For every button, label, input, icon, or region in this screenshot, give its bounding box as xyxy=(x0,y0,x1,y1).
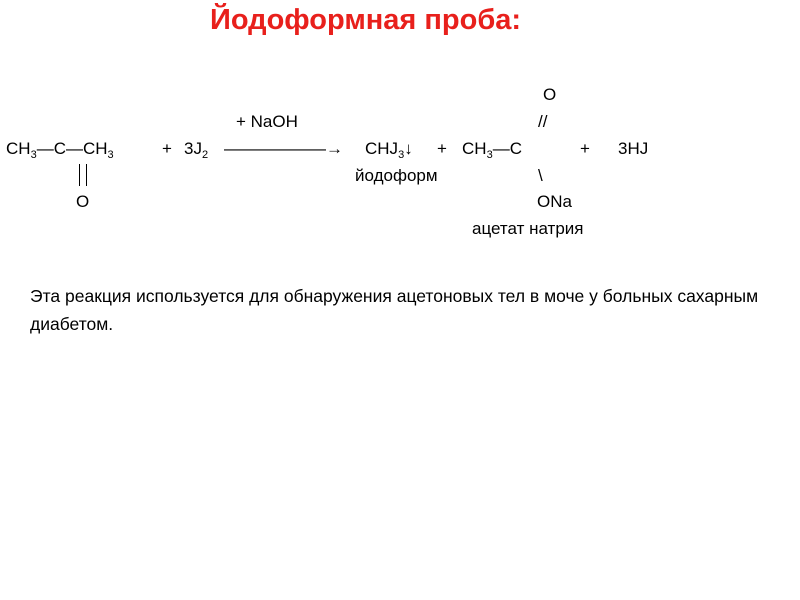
reaction-arrow: ——————→ xyxy=(224,139,343,158)
iodine-sub: 2 xyxy=(201,149,209,161)
iodoform-chj: CHJ xyxy=(365,139,399,158)
reagent-naoh: + NaOH xyxy=(236,112,298,131)
iodoform-sub: 3 xyxy=(398,149,405,161)
iodine-reactant: 3J2 xyxy=(184,139,208,161)
acetate-single-bond: \ xyxy=(538,166,543,185)
iodoform-product: CHJ3↓ xyxy=(365,139,413,161)
acetate-sub: 3 xyxy=(486,149,493,161)
acetate-ch: CH xyxy=(462,139,487,158)
acetate-top-oxygen: O xyxy=(543,85,557,104)
label-iodoform: йодоформ xyxy=(355,166,438,185)
label-sodium-acetate: ацетат натрия xyxy=(472,219,584,238)
plus-sign-2: + xyxy=(437,139,447,158)
plus-sign-3: + xyxy=(580,139,590,158)
acetone-sub-left: 3 xyxy=(30,149,37,161)
acetone-formula: CH3—C—CH3 xyxy=(6,139,114,161)
iodine-coef: 3J xyxy=(184,139,202,158)
precipitate-arrow: ↓ xyxy=(404,139,413,158)
acetate-ona: ONa xyxy=(537,192,572,211)
carbonyl-oxygen: O xyxy=(76,192,90,211)
carbonyl-double-bond xyxy=(79,164,87,186)
acetate-formula: CH3—C xyxy=(462,139,522,161)
acetone-sub-right: 3 xyxy=(107,149,114,161)
acetate-double-bond: // xyxy=(538,112,548,131)
slide-title: Йодоформная проба: xyxy=(210,4,522,36)
acetone-ch3-right: CH xyxy=(82,139,108,158)
hydrogen-iodide-product: 3HJ xyxy=(618,139,649,158)
acetate-bond-c: —C xyxy=(492,139,522,158)
plus-sign-1: + xyxy=(162,139,172,158)
acetone-bond-c: —C— xyxy=(36,139,83,158)
acetone-ch3-left: CH xyxy=(6,139,31,158)
explanation-text: Эта реакция используется для обнаружения… xyxy=(30,286,759,334)
